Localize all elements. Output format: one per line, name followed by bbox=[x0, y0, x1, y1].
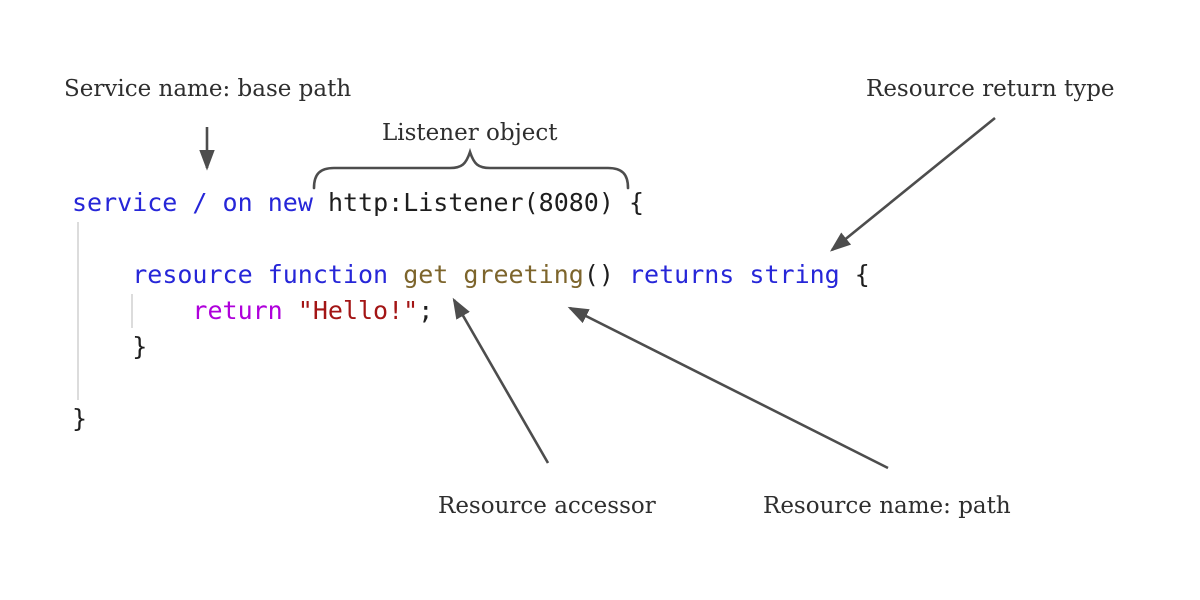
code-line: return "Hello!"; bbox=[72, 293, 870, 329]
code-token bbox=[313, 188, 328, 217]
code-line: } bbox=[72, 401, 870, 437]
code-token: () bbox=[583, 260, 614, 289]
code-token: string bbox=[749, 260, 840, 289]
indent-guide bbox=[77, 222, 79, 400]
code-token bbox=[177, 188, 192, 217]
service-name-label: Service name: base path bbox=[64, 76, 352, 102]
code-token: / bbox=[192, 188, 208, 217]
code-token: returns bbox=[629, 260, 735, 289]
code-token: get bbox=[403, 260, 449, 289]
listener-brace-icon bbox=[312, 147, 630, 190]
code-line: resource function get greeting() returns… bbox=[72, 257, 870, 293]
code-token bbox=[614, 260, 629, 289]
code-line: service / on new http:Listener(8080) { bbox=[72, 185, 870, 221]
code-token: on bbox=[222, 188, 253, 217]
code-token bbox=[388, 260, 403, 289]
code-token: service bbox=[72, 188, 178, 217]
code-token: resource bbox=[132, 260, 253, 289]
code-line bbox=[72, 365, 870, 401]
code-line bbox=[72, 221, 870, 257]
code-token bbox=[72, 260, 132, 289]
code-token bbox=[253, 188, 268, 217]
code-token: { bbox=[839, 260, 870, 289]
code-token: } bbox=[72, 404, 88, 433]
code-block: service / on new http:Listener(8080) { r… bbox=[72, 185, 870, 437]
code-token bbox=[283, 296, 298, 325]
code-token bbox=[72, 296, 192, 325]
code-token: greeting bbox=[463, 260, 584, 289]
code-token: function bbox=[267, 260, 389, 289]
listener-object-label: Listener object bbox=[382, 120, 558, 146]
resource-return-type-label: Resource return type bbox=[866, 76, 1115, 102]
code-token: ; bbox=[418, 296, 434, 325]
code-token: return bbox=[192, 296, 283, 325]
code-token bbox=[207, 188, 222, 217]
code-token: http:Listener(8080) bbox=[327, 188, 614, 217]
code-token bbox=[448, 260, 463, 289]
code-token bbox=[253, 260, 268, 289]
code-line: } bbox=[72, 329, 870, 365]
code-token: new bbox=[267, 188, 313, 217]
code-token: { bbox=[613, 188, 645, 217]
code-token: } bbox=[72, 332, 148, 361]
resource-accessor-label: Resource accessor bbox=[438, 493, 656, 519]
resource-name-label: Resource name: path bbox=[763, 493, 1011, 519]
code-token: "Hello!" bbox=[297, 296, 419, 325]
indent-guide bbox=[131, 294, 133, 328]
code-token bbox=[734, 260, 749, 289]
